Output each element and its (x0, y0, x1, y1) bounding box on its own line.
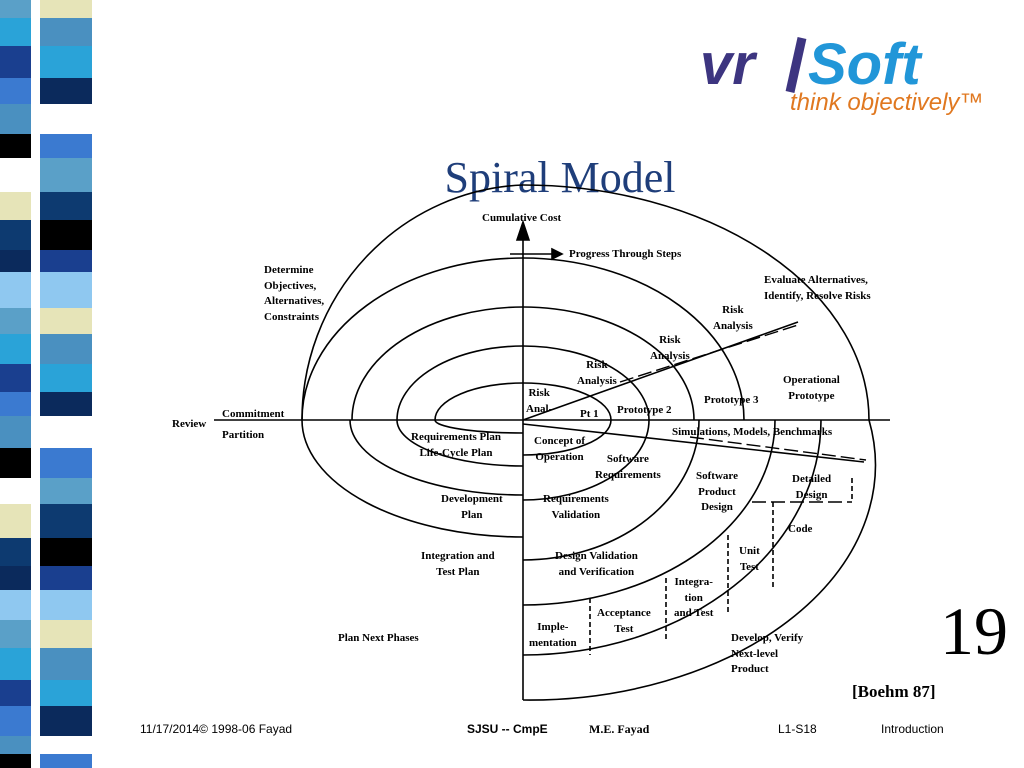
footer-section: Introduction (881, 722, 944, 736)
spiral-arc (434, 419, 524, 434)
svg-text:vr: vr (700, 32, 758, 97)
partition-label: Partition (222, 429, 265, 441)
footer-slide-id: L1-S18 (778, 722, 817, 736)
software-requirements: Software Requirements (595, 453, 661, 481)
spiral-arc (349, 419, 524, 496)
risk-analysis-1: Risk Anal- (526, 387, 553, 415)
slide-title: Spiral Model (444, 153, 676, 202)
y-axis-label: Cumulative Cost (482, 212, 562, 224)
spiral-arc (396, 345, 650, 421)
prototype-1: Pt 1 (580, 408, 599, 420)
quadrant-label-evaluate: Evaluate Alternatives, Identify, Resolve… (764, 274, 871, 302)
risk-analysis-3: Risk Analysis (650, 334, 690, 362)
spiral-arc (522, 419, 612, 456)
requirements-validation: Requirements Validation (543, 493, 609, 521)
acceptance-test: Acceptance Test (597, 607, 651, 635)
footer-date: 11/17/2014© 1998-06 Fayad (140, 722, 293, 736)
commitment-label: Commitment (222, 408, 285, 420)
spiral-arc (351, 306, 695, 421)
y-axis-arrow (515, 219, 531, 241)
software-product-design: Software Product Design (696, 470, 738, 513)
integration-and-test: Integra- tion and Test (674, 576, 714, 619)
prototype-2: Prototype 2 (617, 404, 672, 416)
operational-prototype: Operational Prototype (783, 374, 840, 402)
prototype-3: Prototype 3 (704, 394, 759, 406)
development-plan: Development Plan (441, 493, 503, 521)
review-label: Review (172, 418, 207, 430)
footer-author: M.E. Fayad (589, 722, 650, 736)
quadrant-label-plan: Plan Next Phases (338, 632, 419, 644)
spiral-arc (301, 184, 524, 421)
requirements-plan: Requirements Plan Life-Cycle Plan (411, 431, 501, 459)
spiral-arc (434, 382, 612, 421)
svg-text:Soft: Soft (808, 32, 923, 97)
footer-course: SJSU -- CmpE (467, 722, 548, 736)
spiral-arc (301, 419, 524, 538)
risk-line (522, 321, 799, 421)
vrsoft-logo: vr Soft think objectively™ (700, 32, 983, 116)
svg-text:think objectively™: think objectively™ (790, 89, 983, 116)
spiral-arc (522, 419, 776, 606)
simulations-label: Simulations, Models, Benchmarks (672, 426, 833, 438)
spiral-arc (522, 184, 877, 701)
integration-test-plan: Integration and Test Plan (421, 550, 495, 578)
simulation-line (522, 423, 865, 463)
decorative-stripe (0, 0, 120, 768)
risk-analysis-2: Risk Analysis (577, 359, 617, 387)
progress-label: Progress Through Steps (569, 248, 682, 260)
quadrant-label-determine: Determine Objectives, Alternatives, Cons… (264, 264, 325, 323)
citation: [Boehm 87] (852, 682, 936, 701)
spiral-arc (396, 419, 524, 467)
design-validation: Design Validation and Verification (555, 550, 638, 578)
code-label: Code (788, 523, 813, 535)
spiral-arc (522, 419, 700, 561)
implementation: Imple- mentation (529, 621, 577, 649)
detailed-design: Detailed Design (792, 473, 832, 501)
quadrant-label-develop: Develop, Verify Next-level Product (731, 632, 804, 675)
risk-analysis-4: Risk Analysis (713, 304, 753, 332)
concept-of-operation: Concept of Operation (534, 435, 586, 463)
unit-test: Unit Test (739, 545, 760, 573)
spiral-arc (522, 419, 822, 656)
spiral-arc (301, 257, 745, 421)
page-number: 19 (940, 593, 1008, 669)
